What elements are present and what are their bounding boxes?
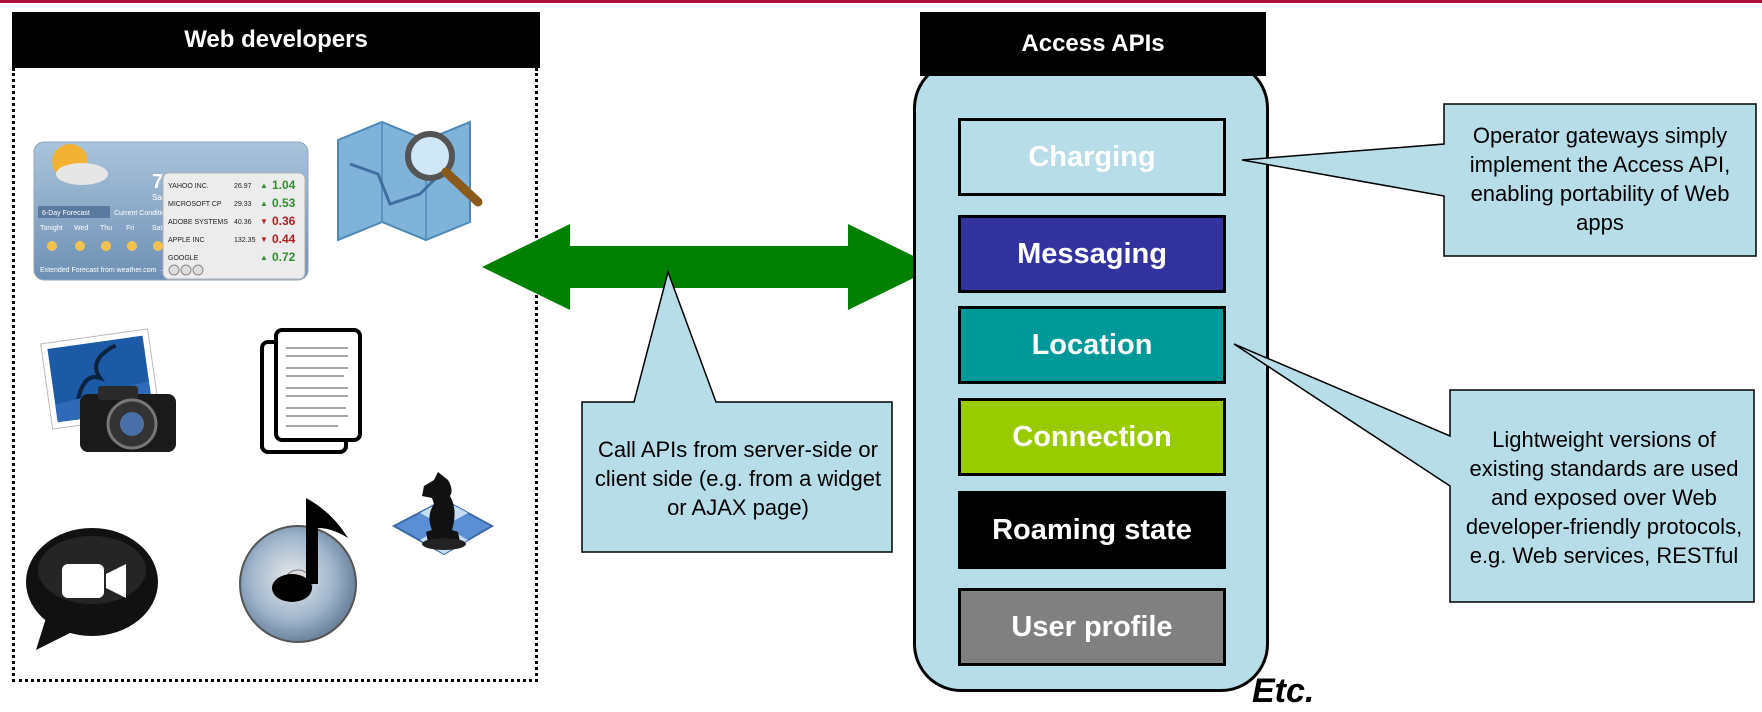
stocks-widget-icon: YAHOO INC. MICROSOFT CP ADOBE SYSTEMS AP… <box>162 172 306 280</box>
top-right-callout-text: Operator gateways simply implement the A… <box>1446 106 1754 252</box>
stock-price: 132.35 <box>234 237 256 244</box>
web-developers-title: Web developers <box>184 26 368 53</box>
access-apis-header: Access APIs <box>920 12 1266 76</box>
map-search-icon <box>330 104 490 252</box>
api-label: Location <box>1031 328 1153 361</box>
music-cd-icon <box>236 488 364 648</box>
stock-change: 0.72 <box>272 250 296 264</box>
video-chat-icon <box>20 522 160 656</box>
stock-price: 29.33 <box>234 201 252 208</box>
api-connection: Connection <box>958 398 1226 476</box>
weather-forecast-tab: 6-Day Forecast <box>42 210 90 217</box>
svg-text:▲: ▲ <box>260 181 268 190</box>
stock-change: 0.36 <box>272 214 296 228</box>
api-label: Charging <box>1028 140 1156 173</box>
api-roaming-state: Roaming state <box>958 491 1226 569</box>
photo-camera-icon <box>40 328 180 458</box>
weather-day: Thu <box>100 225 112 232</box>
svg-text:▲: ▲ <box>260 199 268 208</box>
stock-price: 40.36 <box>234 219 252 226</box>
stock-change: 0.44 <box>272 232 296 246</box>
api-user-profile: User profile <box>958 588 1226 666</box>
api-label: Connection <box>1012 420 1172 453</box>
api-label: User profile <box>1011 610 1173 643</box>
stock-name: YAHOO INC. <box>168 183 209 190</box>
etc-label: Etc. <box>1252 672 1315 710</box>
center-callout-label: Call APIs from server-side or client sid… <box>594 436 882 520</box>
top-right-callout-shape <box>1236 100 1762 300</box>
svg-text:▼: ▼ <box>260 235 268 244</box>
weather-day: Wed <box>74 225 88 232</box>
svg-text:▲: ▲ <box>260 253 268 262</box>
stock-price: 26.97 <box>234 183 252 190</box>
svg-text:▼: ▼ <box>260 217 268 226</box>
stock-name: MICROSOFT CP <box>168 201 222 208</box>
weather-day: Fri <box>126 225 135 232</box>
top-right-callout-label: Operator gateways simply implement the A… <box>1469 123 1731 235</box>
document-pages-icon <box>258 326 368 456</box>
center-callout-text: Call APIs from server-side or client sid… <box>582 402 894 554</box>
center-callout-shape <box>578 262 898 558</box>
bottom-right-callout-text: Lightweight versions of existing standar… <box>1452 394 1756 600</box>
stock-name: ADOBE SYSTEMS <box>168 219 228 226</box>
stock-name: GOOGLE <box>168 255 199 262</box>
bottom-right-callout-shape <box>1228 336 1762 608</box>
stock-change: 0.53 <box>272 196 296 210</box>
bidirectional-arrow <box>482 224 936 310</box>
weather-conditions-tab: Current Conditions <box>114 210 173 217</box>
api-label: Messaging <box>1017 237 1167 270</box>
stock-change: 1.04 <box>272 178 296 192</box>
stock-name: APPLE INC <box>168 237 205 244</box>
bottom-right-callout-label: Lightweight versions of existing standar… <box>1465 426 1743 568</box>
api-label: Roaming state <box>992 513 1192 546</box>
weather-footer: Extended Forecast from weather.com → <box>40 267 165 274</box>
api-location: Location <box>958 306 1226 384</box>
api-messaging: Messaging <box>958 215 1226 293</box>
chess-knight-icon <box>388 460 498 572</box>
weather-day: Tonight <box>40 225 63 232</box>
top-accent-line <box>0 0 1762 3</box>
api-charging: Charging <box>958 118 1226 196</box>
web-developers-header: Web developers <box>12 12 540 68</box>
weather-day: Sat <box>152 225 163 232</box>
web-developers-panel <box>12 68 538 682</box>
access-apis-title: Access APIs <box>1021 30 1165 57</box>
